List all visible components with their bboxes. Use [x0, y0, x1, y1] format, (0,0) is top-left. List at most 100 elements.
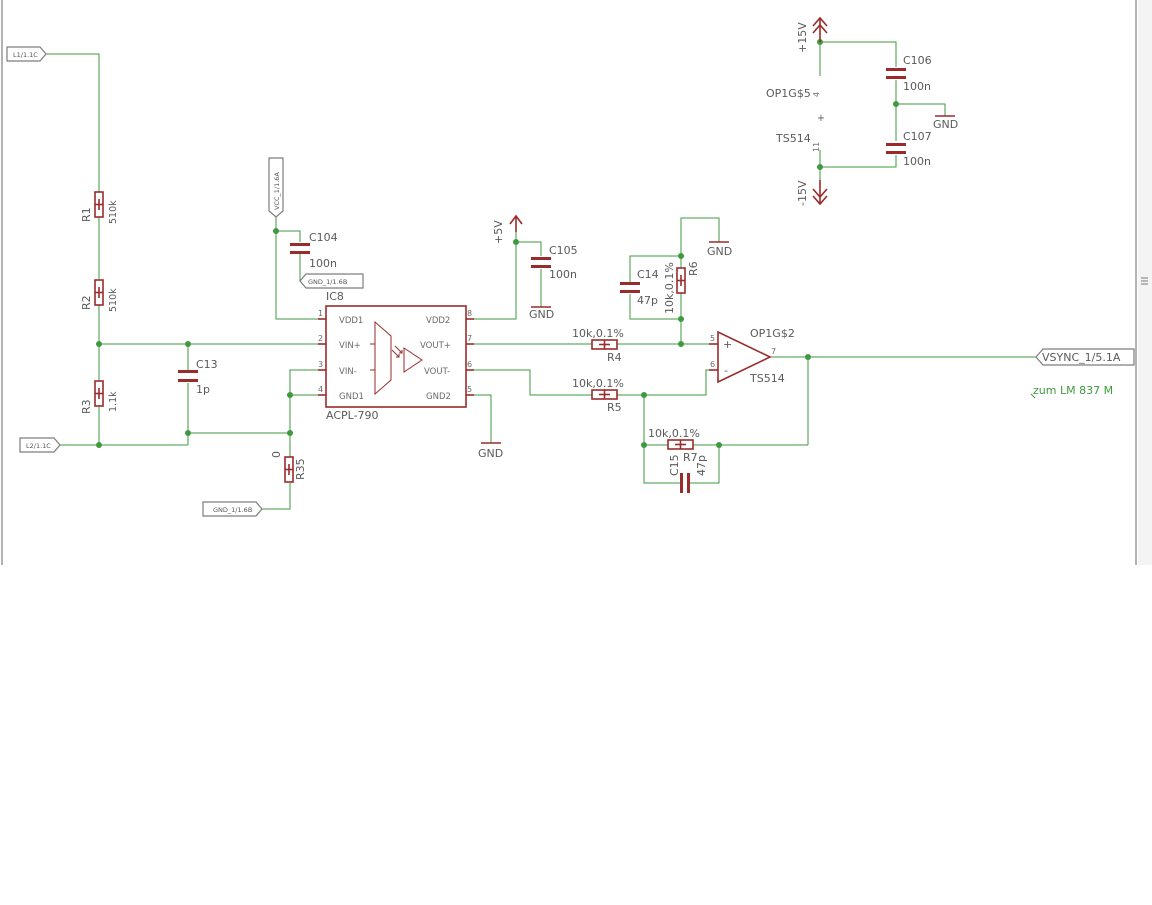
ic8-optocoupler[interactable]: IC8 1 2 3 4 8 7 6 5 VDD1 VIN+ VIN- GND1 … [318, 290, 474, 422]
gnd-symbol-ic8: GND [478, 442, 503, 460]
capacitor-c13[interactable]: C13 1p [178, 358, 218, 396]
ic8-pin5-num: 5 [467, 385, 472, 394]
c14-value: 47p [637, 294, 658, 307]
port-gnd-c104-label: GND_1/1.6B [308, 278, 347, 286]
plus15v-label: +15V [796, 22, 809, 53]
gnd-symbol-c105: GND [529, 306, 554, 321]
note-lm837: zum LM 837 M [1030, 384, 1113, 399]
port-l1-label: L1/1.1C [13, 51, 38, 59]
resistor-r2[interactable]: R2 510k [80, 279, 119, 312]
port-gnd-r35-label: GND_1/1.6B [213, 506, 252, 514]
r2-name: R2 [80, 295, 93, 310]
r35-value: 0 [270, 451, 283, 458]
opamp-ref: OP1G$2 [750, 327, 795, 340]
port-vsync-label: VSYNC_1/5.1A [1042, 351, 1121, 364]
gnd-symbol-r6: GND [707, 241, 732, 258]
r4-name: R4 [607, 351, 622, 364]
port-vsync[interactable]: VSYNC_1/5.1A [1035, 348, 1135, 366]
c13-name: C13 [196, 358, 218, 371]
port-l1[interactable]: L1/1.1C [6, 46, 47, 62]
r7-name: R7 [683, 451, 698, 464]
port-vcc-label: VCC_1/1.6A [273, 172, 281, 210]
scrollbar-track[interactable] [1138, 0, 1152, 565]
c107-name: C107 [903, 130, 932, 143]
capacitor-c105[interactable]: C105 100n [531, 244, 578, 281]
r3-name: R3 [80, 399, 93, 414]
port-vcc[interactable]: VCC_1/1.6A [268, 157, 284, 218]
optocoupler-symbol-icon [370, 320, 423, 396]
capacitor-c14[interactable]: C14 47p [620, 268, 659, 307]
c14-name: C14 [637, 268, 659, 281]
ic8-pin7-label: VOUT+ [420, 341, 451, 351]
supply-plus5v: +5V [492, 214, 523, 244]
resistor-r5[interactable]: 10k,0.1% R5 [572, 377, 624, 414]
port-gnd-c104[interactable]: GND_1/1.6B [299, 273, 364, 289]
opamp-minus-sign: - [724, 364, 728, 377]
r1-name: R1 [80, 207, 93, 222]
resistor-r35[interactable]: 0 R35 [270, 451, 307, 483]
c106-value: 100n [903, 80, 931, 93]
c104-value: 100n [309, 257, 337, 270]
resistor-r1[interactable]: R1 510k [80, 191, 119, 224]
ic8-pin8-label: VDD2 [426, 316, 450, 326]
ic8-pin1-num: 1 [318, 309, 323, 318]
plus5v-label: +5V [492, 220, 505, 244]
c15-name: C15 [668, 454, 681, 476]
power-unit-pin4: 4 [812, 92, 821, 97]
port-l2[interactable]: L2/1.1C [19, 437, 61, 453]
gnd-c105-label: GND [529, 308, 554, 321]
ic8-pin2-num: 2 [318, 334, 323, 343]
ic8-pin8-num: 8 [467, 309, 472, 318]
power-unit-ref: OP1G$5 [766, 87, 811, 100]
r4-value: 10k,0.1% [572, 327, 624, 340]
supply-plus15v: +15V [796, 16, 828, 53]
c15-value: 47p [695, 455, 708, 476]
opamp-plus-sign: + [723, 338, 732, 351]
c13-value: 1p [196, 383, 210, 396]
ic8-pin2-label: VIN+ [339, 341, 361, 351]
opamp-pin5-num: 5 [710, 334, 715, 343]
opamp-pin6-num: 6 [710, 360, 715, 369]
gnd-r6-label: GND [707, 245, 732, 258]
nets [46, 41, 1036, 510]
resistor-r3[interactable]: R3 1.1k [80, 380, 119, 414]
ic8-pin1-label: VDD1 [339, 316, 363, 326]
supply-minus15v: -15V [796, 180, 828, 206]
ic8-pin3-num: 3 [318, 360, 323, 369]
ic8-ref: IC8 [326, 290, 344, 303]
resistor-r6[interactable]: 10k,0.1% R6 [663, 261, 700, 314]
ic8-pin6-num: 6 [467, 360, 472, 369]
ic8-pin5-label: GND2 [426, 392, 451, 402]
scrollbar-grip[interactable] [1141, 277, 1148, 285]
port-l2-label: L2/1.1C [26, 442, 51, 450]
capacitor-c104[interactable]: C104 100n [290, 231, 338, 270]
opamp-power-unit[interactable]: OP1G$5 4 + TS514 11 [766, 87, 825, 152]
gnd-symbol-power: GND [933, 115, 958, 131]
c107-value: 100n [903, 155, 931, 168]
ic8-pin7-num: 7 [467, 334, 472, 343]
resistor-r7[interactable]: 10k,0.1% R7 [648, 427, 700, 464]
capacitor-c106[interactable]: C106 100n [886, 54, 932, 93]
opamp-op1g2[interactable]: + - 5 6 7 OP1G$2 TS514 [709, 327, 795, 385]
r2-value: 510k [108, 288, 119, 312]
r7-value: 10k,0.1% [648, 427, 700, 440]
r35-name: R35 [294, 458, 307, 480]
minus15v-label: -15V [796, 180, 809, 206]
r1-value: 510k [108, 200, 119, 224]
ic8-pin4-num: 4 [318, 385, 323, 394]
port-gnd-r35[interactable]: GND_1/1.6B [202, 501, 263, 517]
power-unit-pin11: 11 [812, 142, 821, 152]
r6-value: 10k,0.1% [663, 262, 676, 314]
gnd-power-label: GND [933, 118, 958, 131]
r3-value: 1.1k [108, 391, 119, 412]
capacitor-c107[interactable]: C107 100n [886, 130, 932, 168]
gnd-ic8-label: GND [478, 447, 503, 460]
ic8-pin4-label: GND1 [339, 392, 364, 402]
power-unit-sign: + [817, 113, 825, 124]
opamp-part: TS514 [749, 372, 785, 385]
capacitor-c15[interactable]: C15 47p [668, 454, 708, 493]
opamp-pin7-num: 7 [771, 347, 776, 356]
c105-name: C105 [549, 244, 578, 257]
resistor-r4[interactable]: 10k,0.1% R4 [572, 327, 624, 364]
r5-name: R5 [607, 401, 622, 414]
